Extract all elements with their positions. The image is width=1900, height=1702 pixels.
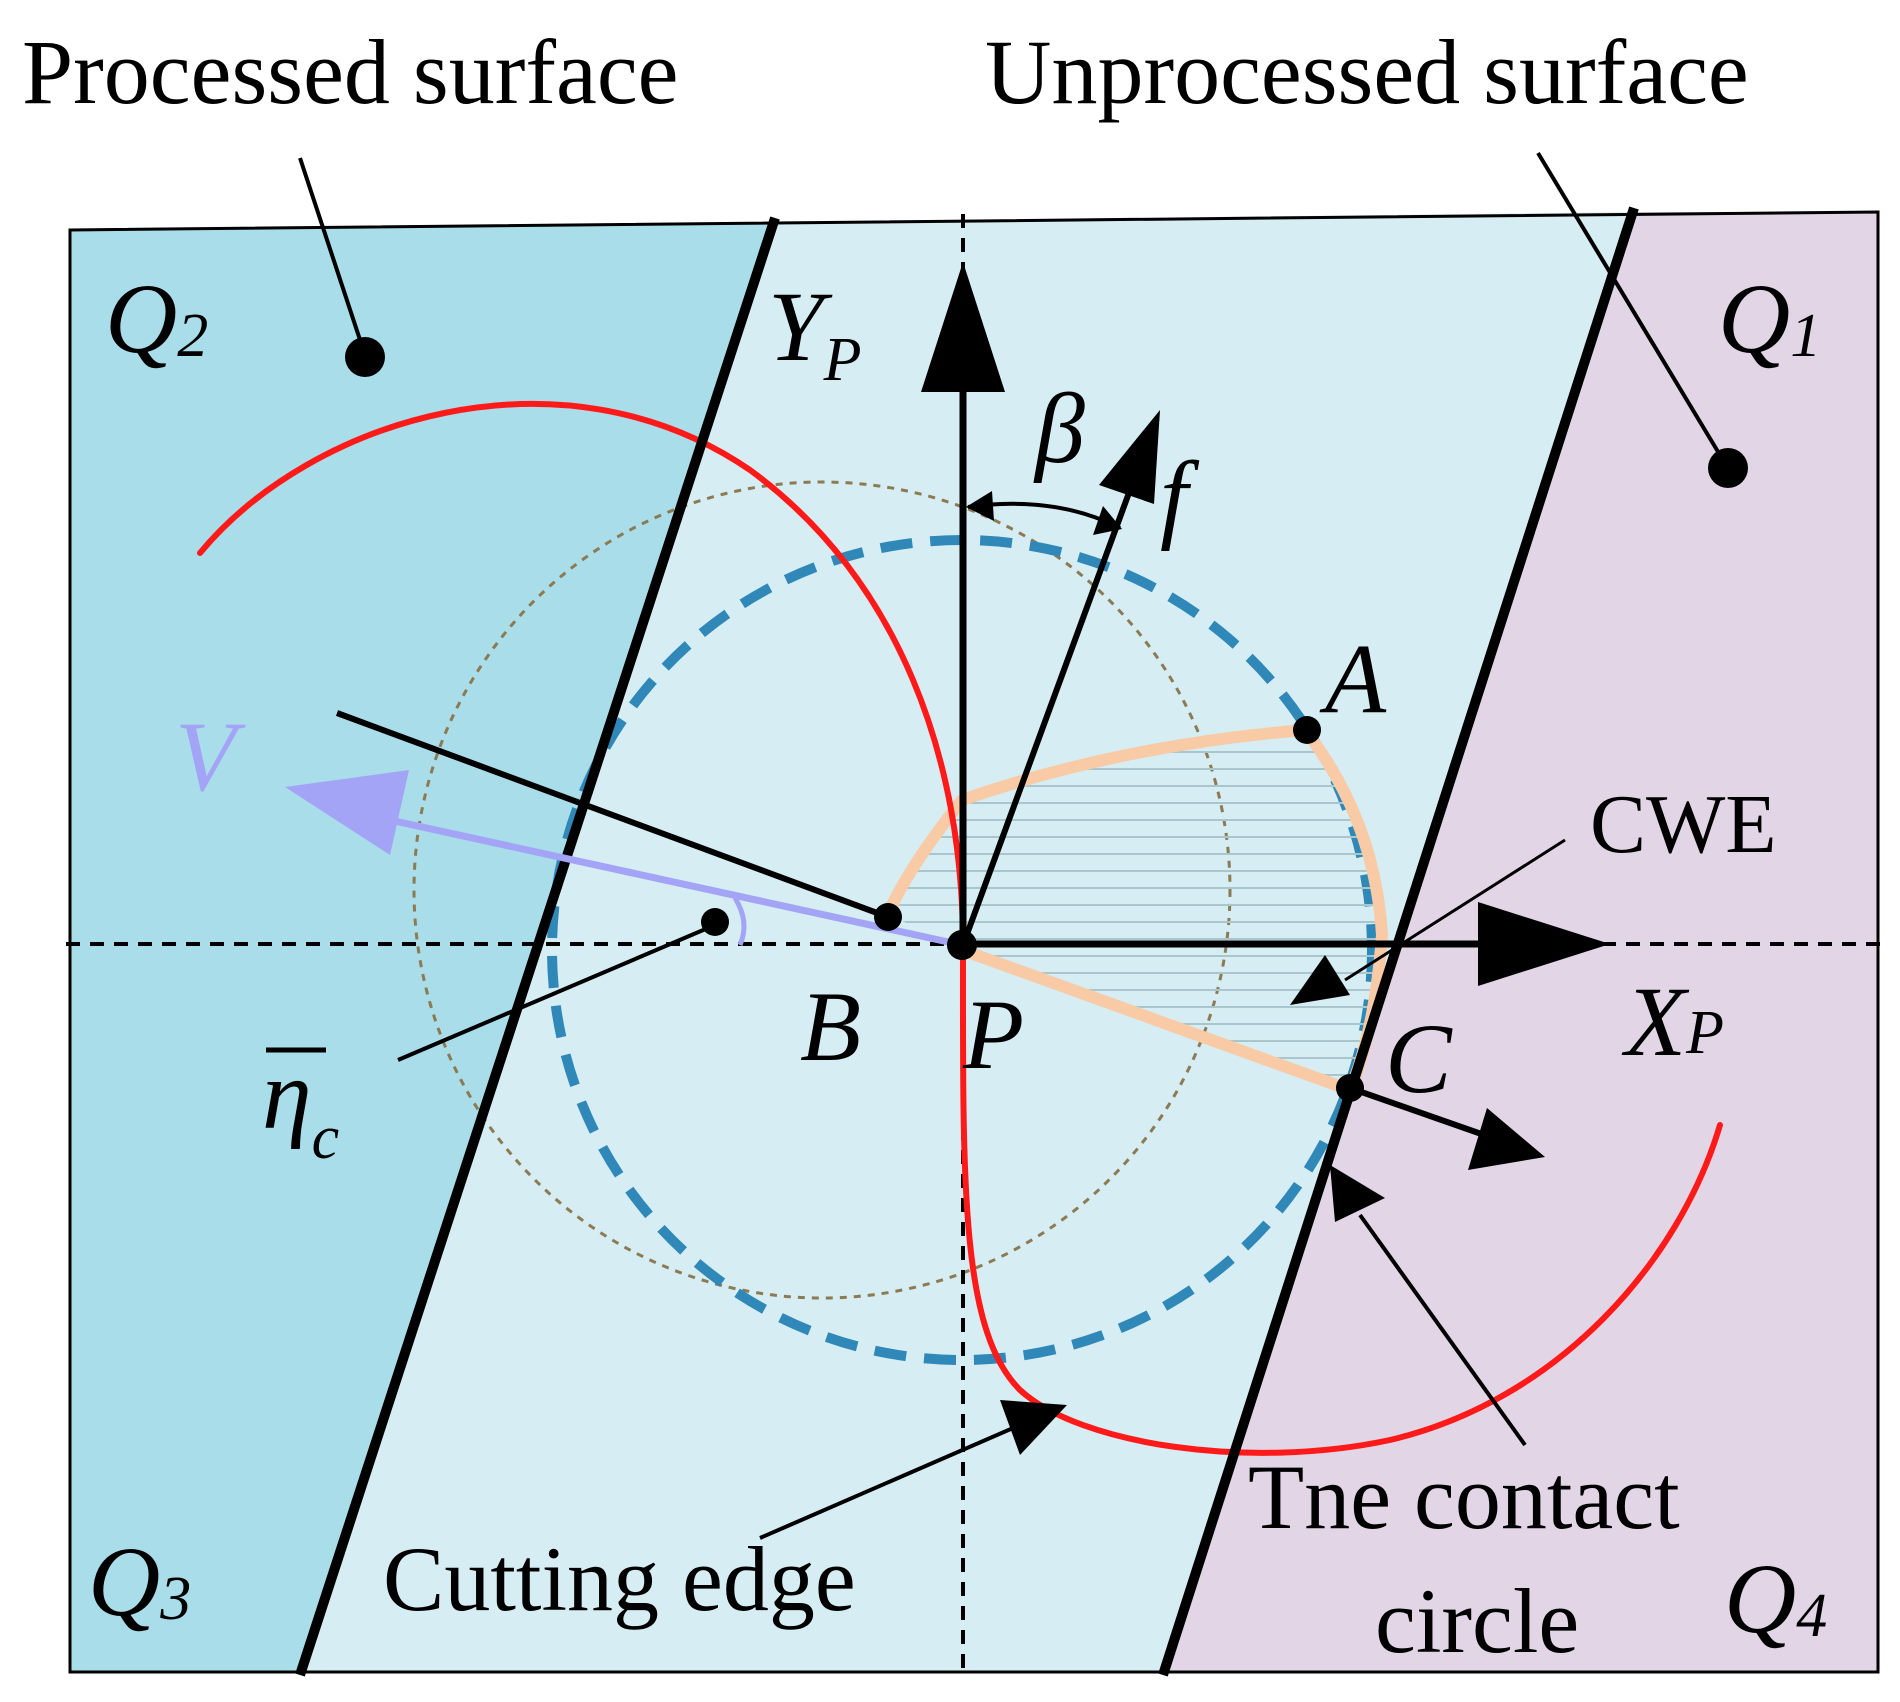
b-line <box>335 710 890 920</box>
y-axis-arrow-head <box>921 262 1005 392</box>
x-axis-arrow-head <box>1478 902 1610 986</box>
eta-angle-arc <box>732 896 747 946</box>
beta-arc-head-right <box>1093 506 1122 535</box>
y-axis-label: YP <box>768 271 862 394</box>
cwe-leader-head <box>1290 955 1350 1005</box>
cutting-edge-leader-head <box>1000 1400 1067 1455</box>
cutting-edge-label: Cutting edge <box>383 1528 856 1630</box>
cwe-leader-line <box>1344 838 1566 982</box>
eta-leader-line <box>397 923 716 1062</box>
quadrant-q4-label: Q4 <box>1724 1543 1827 1654</box>
quadrant-q3-label: Q3 <box>88 1526 191 1637</box>
velocity-label: V <box>175 701 246 812</box>
c-arrow-head <box>1468 1108 1545 1170</box>
processed-surface-label: Processed surface <box>22 21 679 123</box>
unprocessed-surface-label: Unprocessed surface <box>985 21 1749 123</box>
point-b-label: B <box>800 971 861 1082</box>
contact-circle-label-line1: Tne contact <box>1248 1446 1680 1548</box>
quadrant-q2-label: Q2 <box>105 263 208 374</box>
contact-circle-leader-line <box>1358 1213 1527 1447</box>
cwe-label: CWE <box>1590 778 1777 871</box>
velocity-arrow-head <box>285 770 409 855</box>
quadrant-q1-label: Q1 <box>1718 263 1821 374</box>
beta-label: β <box>1033 373 1085 484</box>
unprocessed-leader-line <box>1536 151 1728 467</box>
point-b-marker <box>874 903 902 931</box>
feed-arrow-shaft <box>960 488 1133 947</box>
eta-label: ηc <box>262 1039 339 1172</box>
point-c-marker <box>1336 1074 1364 1102</box>
eta-leader-dot <box>701 908 729 936</box>
processed-leader-line <box>298 157 367 356</box>
point-a-marker <box>1293 716 1321 744</box>
processed-leader-dot <box>345 337 385 377</box>
processed-surface-region <box>70 222 773 1672</box>
reference-circle <box>412 480 1232 1300</box>
point-a-label: A <box>1319 623 1387 734</box>
processed-boundary-line <box>295 216 780 1677</box>
cutting-edge-leader-line <box>759 1423 1021 1540</box>
beta-arc-head-left <box>966 491 994 521</box>
x-axis-label: XP <box>1621 966 1724 1077</box>
point-c-label: C <box>1385 1003 1453 1114</box>
cutting-edge-curve <box>197 400 1723 1456</box>
unprocessed-leader-dot <box>1708 448 1748 488</box>
c-arrow-shaft <box>1349 1085 1491 1140</box>
point-p-marker <box>947 930 977 960</box>
feed-arrow-head <box>1099 410 1160 504</box>
point-p-label: P <box>962 979 1024 1090</box>
contact-circle-label-line2: circle <box>1375 1570 1579 1672</box>
diagram-frame <box>68 210 1880 1674</box>
velocity-arrow-shaft <box>389 816 963 949</box>
contact-circle-leader-head <box>1330 1165 1385 1222</box>
